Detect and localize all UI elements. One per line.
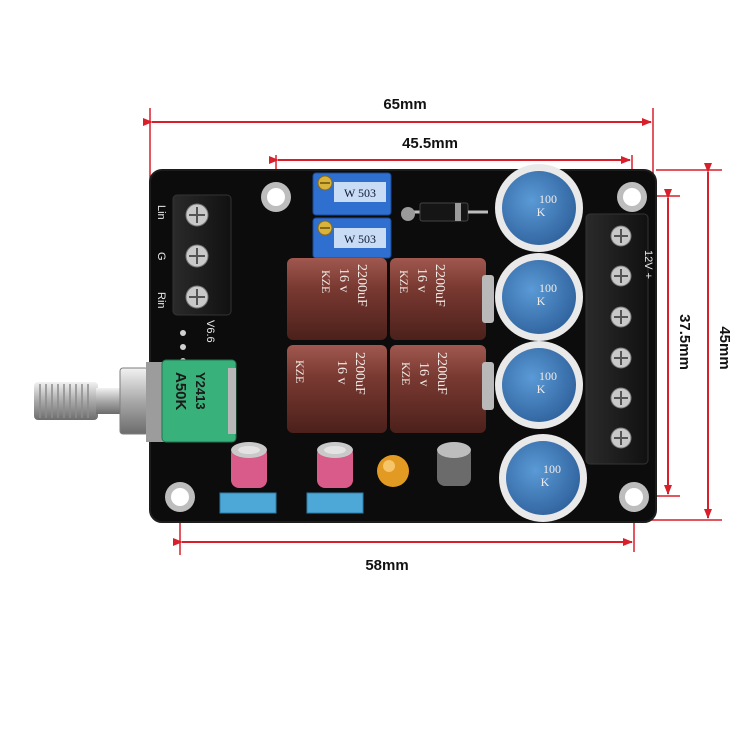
screw-terminal-3 [610,306,632,328]
dimension-overall-width: 65mm [383,96,426,113]
board-version-label: V6.6 [204,320,216,343]
mounting-hole-bottom-right [619,482,649,512]
dimension-hole-spacing-vertical: 37.5mm [676,314,693,370]
amplifier-board: Lin G Rin V6.6 W 503 W 503 [34,164,657,523]
input-label-lin: Lin [155,205,167,220]
inductor-value-4: 100 [543,462,561,476]
inductor-unit-1: K [537,205,546,219]
capacitor-brand-2: KZE [397,270,411,293]
mounting-holes [165,182,649,512]
tantalum-capacitor [377,455,409,487]
inductor-1: 100 K [495,164,583,252]
film-capacitor-2 [306,492,364,514]
screw-terminal-rin [185,285,209,309]
mounting-hole-bottom-left [165,482,195,512]
capacitor-bottom-left: KZE 16 v 2200uF [287,345,387,433]
inductor-4: 100 K [499,434,587,522]
pot-value: A50K [172,372,189,411]
input-terminal-block [172,194,232,316]
mounting-hole-top-right [617,182,647,212]
capacitor-capacitance-3: 2200uF [352,352,367,395]
capacitor-top-right: KZE 16 v 2200uF [390,258,494,340]
small-capacitor-pink-2 [317,442,353,488]
pot-code: Y2413 [193,372,208,410]
capacitor-capacitance-2: 2200uF [432,264,447,307]
capacitor-voltage-2: 16 v [414,268,429,293]
output-terminal-block [585,213,649,465]
pot-nut [119,367,149,435]
dimension-hole-spacing-bottom: 58mm [365,557,408,574]
capacitor-voltage-4: 16 v [416,362,431,387]
pot-shaft [96,388,122,414]
screw-terminal-1 [610,225,632,247]
screw-terminal-lin [185,203,209,227]
screw-terminal-5 [610,387,632,409]
power-label: 12V + [642,250,654,279]
dimension-overall-height: 45mm [716,326,733,369]
capacitor-top-left: KZE 16 v 2200uF [287,258,387,340]
film-capacitor-1 [219,492,277,514]
capacitor-voltage-3: 16 v [334,360,349,385]
capacitor-voltage-1: 16 v [336,268,351,293]
inductor-value-1: 100 [539,192,557,206]
trimmer-potentiometer-1: W 503 [312,172,392,216]
inductor-unit-3: K [537,382,546,396]
mounting-hole-top-left [261,182,291,212]
volume-potentiometer: Y2413 A50K [34,359,237,443]
capacitor-capacitance-4: 2200uF [434,352,449,395]
inductor-unit-2: K [537,294,546,308]
inductor-unit-4: K [541,475,550,489]
screw-terminal-g [185,244,209,268]
trimmer-label-2: W 503 [344,232,376,246]
capacitor-brand-4: KZE [399,362,413,385]
input-label-rin: Rin [155,292,167,309]
capacitor-brand-3: KZE [293,360,307,383]
inductor-value-2: 100 [539,281,557,295]
inductor-value-3: 100 [539,369,557,383]
input-label-g: G [155,252,167,261]
diode [401,202,488,222]
screw-terminal-6 [610,427,632,449]
inductor-2: 100 K [495,253,583,341]
trimmer-potentiometer-2: W 503 [312,217,392,259]
small-capacitor-grey [437,442,471,486]
small-capacitor-pink-1 [231,442,267,488]
inductor-3: 100 K [495,341,583,429]
capacitor-capacitance-1: 2200uF [354,264,369,307]
trimmer-label-1: W 503 [344,186,376,200]
capacitor-bottom-right: KZE 16 v 2200uF [390,345,494,433]
screw-terminal-4 [610,347,632,369]
screw-terminal-2 [610,265,632,287]
dimension-hole-spacing-top: 45.5mm [402,135,458,152]
capacitor-brand-1: KZE [319,270,333,293]
